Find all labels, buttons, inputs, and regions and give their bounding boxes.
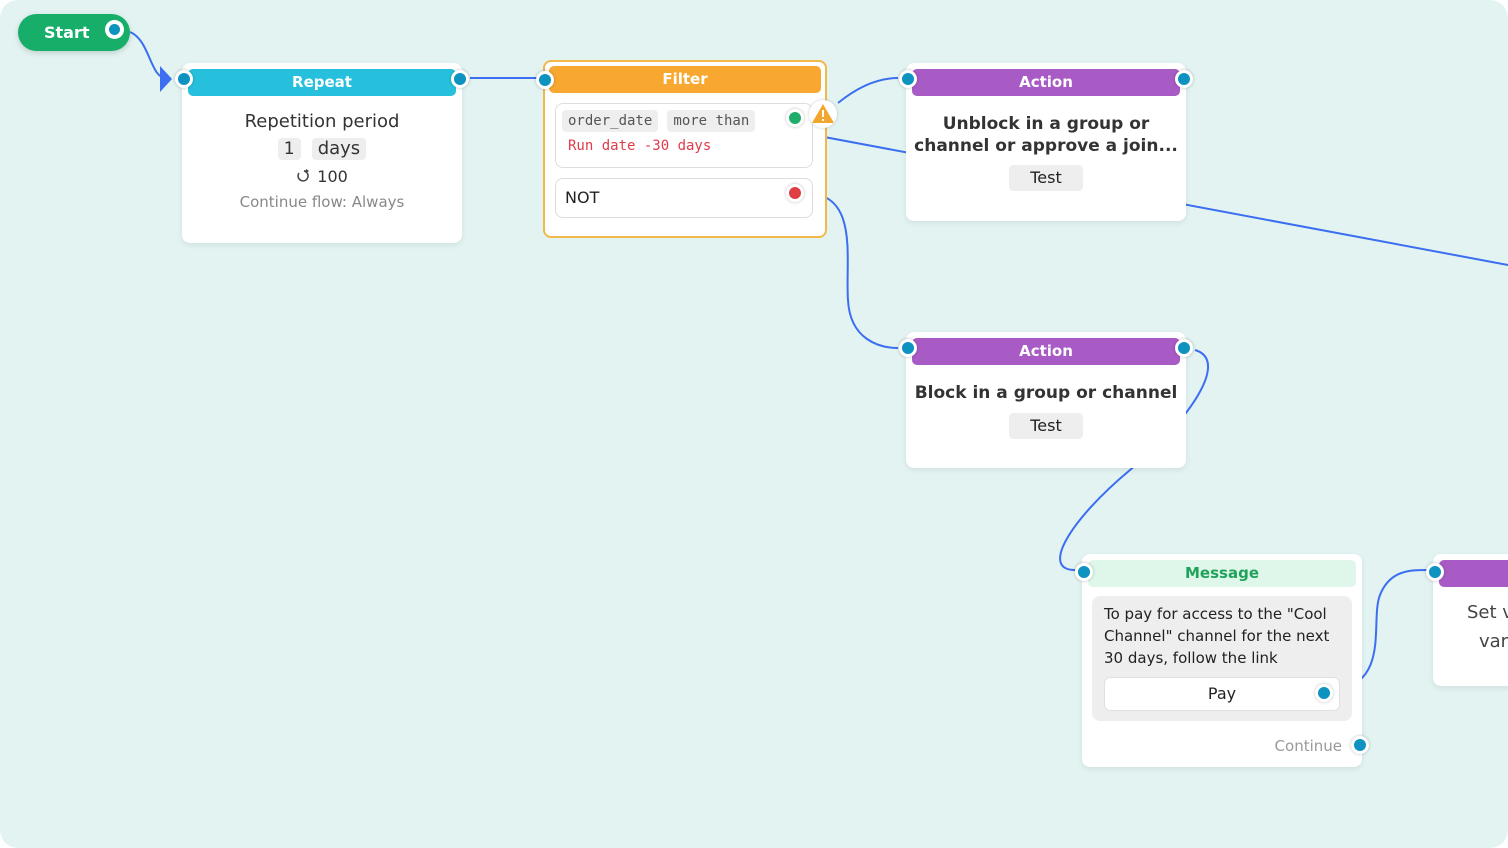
action-unblock-line2: channel or approve a join...	[914, 136, 1178, 156]
wire-pay-next	[1337, 569, 1429, 691]
message-header: Message	[1088, 560, 1356, 587]
repeat-output-port[interactable]	[451, 70, 469, 88]
warning-icon	[812, 104, 834, 123]
action-unblock-header: Action	[912, 69, 1180, 96]
partial-node-line1: Set v	[1467, 602, 1508, 623]
action-block-test-button[interactable]: Test	[1009, 413, 1083, 439]
filter-condition[interactable]: order_date more than Run date -30 days	[555, 103, 813, 168]
start-output-port[interactable]	[105, 20, 124, 39]
action-block-input-port[interactable]	[899, 339, 917, 357]
wire-filter-unblock	[837, 77, 899, 104]
repeat-icon	[297, 169, 310, 182]
message-node[interactable]: Message To pay for access to the "Cool C…	[1075, 554, 1369, 767]
action-unblock-line1: Unblock in a group or	[942, 114, 1150, 134]
repeat-count-value: 100	[317, 167, 348, 186]
partial-node[interactable]: Set v var	[1426, 554, 1508, 686]
message-line3: 30 days, follow the link	[1104, 649, 1278, 667]
pay-button[interactable]: Pay	[1104, 677, 1340, 711]
partial-node-header	[1439, 560, 1508, 587]
filter-header: Filter	[549, 66, 821, 93]
continue-label: Continue	[1274, 737, 1342, 755]
filter-warning[interactable]	[809, 100, 837, 128]
message-input-port[interactable]	[1075, 563, 1093, 581]
condition-value: Run date -30 days	[568, 138, 712, 154]
action-unblock-test-button[interactable]: Test	[1009, 165, 1083, 191]
condition-true-port[interactable]	[786, 109, 804, 127]
condition-operator: more than	[667, 110, 756, 132]
pay-button-label: Pay	[1207, 684, 1237, 703]
repeat-header: Repeat	[188, 69, 456, 96]
wire-block-message	[1059, 349, 1209, 571]
repeat-input-port[interactable]	[175, 70, 193, 88]
not-output-port[interactable]	[786, 184, 804, 202]
continue-output-port[interactable]	[1351, 736, 1369, 754]
wire-not-block	[804, 192, 899, 349]
pay-output-port[interactable]	[1315, 684, 1333, 702]
not-label: NOT	[565, 188, 600, 207]
action-block-output-port[interactable]	[1175, 339, 1193, 357]
repeat-count: 100	[182, 167, 462, 186]
action-unblock-output-port[interactable]	[1175, 70, 1193, 88]
condition-field: order_date	[562, 110, 659, 132]
repeat-node[interactable]: Repeat Repetition period 1 days 100 Cont…	[175, 63, 469, 243]
period-number: 1	[277, 138, 301, 160]
continue-flow-label: Continue flow: Always	[239, 193, 405, 211]
action-block-text: Block in a group or channel	[914, 383, 1178, 403]
action-block-header: Action	[912, 338, 1180, 365]
filter-not-condition[interactable]: NOT	[555, 178, 813, 218]
wire-arrow-repeat	[160, 66, 172, 92]
partial-node-line2: var	[1479, 631, 1508, 652]
start-node[interactable]: Start	[18, 14, 130, 51]
period-unit: days	[311, 138, 367, 160]
action-block-node[interactable]: Action Block in a group or channel Test	[899, 332, 1193, 468]
action-unblock-node[interactable]: Action Unblock in a group or channel or …	[899, 63, 1193, 221]
message-line1: To pay for access to the "Cool	[1104, 605, 1327, 623]
message-line2: Channel" channel for the next	[1104, 627, 1330, 645]
action-unblock-input-port[interactable]	[899, 70, 917, 88]
partial-node-input-port[interactable]	[1426, 563, 1444, 581]
repetition-period-value: 1 days	[182, 138, 462, 160]
filter-input-port[interactable]	[536, 71, 554, 89]
start-label: Start	[44, 23, 90, 42]
message-body: To pay for access to the "Cool Channel" …	[1092, 596, 1352, 721]
repetition-period-label: Repetition period	[244, 111, 400, 132]
filter-node[interactable]: Filter order_date more than Run date -30…	[536, 60, 837, 238]
